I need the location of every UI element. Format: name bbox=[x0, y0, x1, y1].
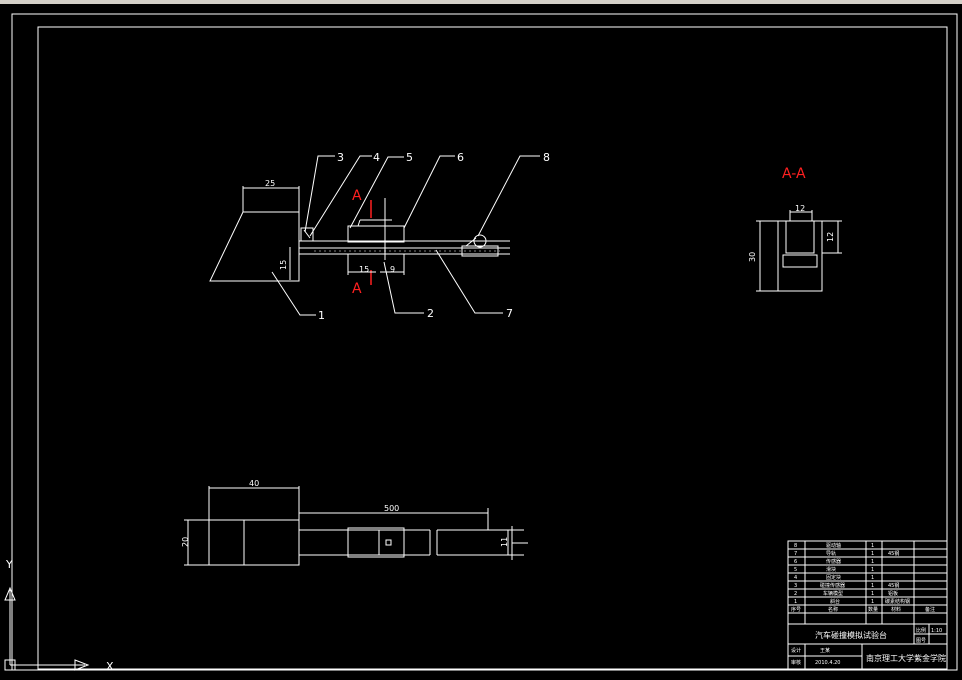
top-view-vehicle bbox=[347, 527, 405, 558]
svg-text:数量: 数量 bbox=[868, 606, 878, 613]
top-view: 40 20 500 11 bbox=[181, 479, 528, 566]
svg-text:固定块: 固定块 bbox=[826, 574, 841, 581]
outer-border bbox=[11, 13, 958, 671]
dim-25: 25 bbox=[265, 179, 275, 188]
svg-text:材料: 材料 bbox=[891, 606, 901, 613]
svg-text:导轨: 导轨 bbox=[826, 550, 836, 557]
part-label-6: 6 bbox=[457, 151, 464, 164]
svg-text:图号: 图号 bbox=[916, 638, 926, 644]
svg-text:45钢: 45钢 bbox=[888, 582, 899, 589]
svg-text:驱动轴: 驱动轴 bbox=[826, 542, 841, 549]
svg-text:铝板: 铝板 bbox=[888, 590, 898, 597]
dim-12-side: 12 bbox=[826, 232, 835, 242]
ucs-icon: X Y bbox=[4, 558, 114, 673]
svg-text:斜台: 斜台 bbox=[830, 598, 840, 605]
part-label-1: 1 bbox=[318, 309, 325, 322]
svg-text:8: 8 bbox=[794, 543, 797, 549]
section-view: A-A 12 12 30 bbox=[748, 166, 842, 292]
svg-text:设计: 设计 bbox=[791, 647, 801, 654]
svg-text:2: 2 bbox=[794, 591, 797, 597]
dim-20: 20 bbox=[181, 537, 190, 547]
svg-text:车辆模型: 车辆模型 bbox=[823, 590, 843, 597]
section-mark-top: A bbox=[352, 188, 362, 204]
part-label-5: 5 bbox=[406, 151, 413, 164]
dim-40: 40 bbox=[249, 479, 259, 488]
part-label-3: 3 bbox=[337, 151, 344, 164]
dim-15-horizontal: 15 bbox=[359, 265, 369, 274]
part-label-8: 8 bbox=[543, 151, 550, 164]
vehicle-model bbox=[347, 225, 405, 243]
svg-text:1: 1 bbox=[794, 599, 797, 605]
svg-text:比例: 比例 bbox=[916, 627, 926, 634]
section-mark-bottom: A bbox=[352, 281, 362, 297]
svg-text:3: 3 bbox=[794, 583, 797, 589]
part-label-4: 4 bbox=[373, 151, 380, 164]
svg-text:2010.4.20: 2010.4.20 bbox=[815, 660, 840, 666]
svg-text:审核: 审核 bbox=[791, 659, 801, 666]
drive-wheel bbox=[473, 234, 487, 248]
svg-text:4: 4 bbox=[794, 575, 797, 581]
svg-text:7: 7 bbox=[794, 551, 797, 557]
sensor-block bbox=[300, 227, 314, 242]
svg-text:1: 1 bbox=[871, 575, 874, 581]
section-outline bbox=[777, 220, 823, 292]
svg-text:序号: 序号 bbox=[791, 606, 801, 613]
svg-text:传感器: 传感器 bbox=[826, 558, 841, 565]
drive-block bbox=[461, 245, 499, 257]
drawing-title: 汽车碰撞模拟试验台 bbox=[815, 630, 887, 640]
svg-text:1: 1 bbox=[871, 543, 874, 549]
svg-text:1: 1 bbox=[871, 583, 874, 589]
svg-text:王某: 王某 bbox=[820, 648, 830, 654]
dim-12-top: 12 bbox=[795, 204, 805, 213]
ucs-x-label: X bbox=[106, 660, 114, 673]
svg-text:1: 1 bbox=[871, 551, 874, 557]
school-name: 南京理工大学紫金学院 bbox=[866, 653, 946, 663]
toolbar-strip bbox=[0, 0, 962, 4]
svg-text:滑块: 滑块 bbox=[826, 566, 836, 573]
inner-border bbox=[37, 26, 948, 670]
ramp bbox=[209, 211, 300, 282]
svg-text:45钢: 45钢 bbox=[888, 550, 899, 557]
svg-text:1: 1 bbox=[871, 591, 874, 597]
dim-9: 9 bbox=[390, 265, 395, 274]
svg-text:1:10: 1:10 bbox=[931, 628, 942, 634]
svg-text:1: 1 bbox=[871, 599, 874, 605]
title-block: 8 驱动轴 1 7 导轨 1 45钢 6 传感器 1 5 滑块 1 4 固定块 … bbox=[787, 540, 948, 670]
assembly-view: 25 15 A A 15 9 bbox=[209, 151, 550, 322]
dim-500: 500 bbox=[384, 504, 399, 513]
svg-text:碳素结构钢: 碳素结构钢 bbox=[885, 598, 910, 605]
svg-text:名称: 名称 bbox=[828, 606, 838, 613]
svg-text:5: 5 bbox=[794, 567, 797, 573]
part-label-7: 7 bbox=[506, 307, 513, 320]
dim-11: 11 bbox=[500, 537, 509, 547]
svg-text:6: 6 bbox=[794, 559, 797, 565]
top-view-ramp bbox=[208, 519, 300, 566]
part-label-2: 2 bbox=[427, 307, 434, 320]
dim-15-vertical: 15 bbox=[279, 260, 288, 270]
dim-30: 30 bbox=[748, 252, 757, 262]
svg-text:1: 1 bbox=[871, 559, 874, 565]
svg-text:备注: 备注 bbox=[925, 606, 935, 613]
ucs-y-label: Y bbox=[5, 558, 13, 571]
svg-text:碰撞传感器: 碰撞传感器 bbox=[820, 582, 845, 589]
svg-text:1: 1 bbox=[871, 567, 874, 573]
section-view-title: A-A bbox=[782, 166, 806, 182]
